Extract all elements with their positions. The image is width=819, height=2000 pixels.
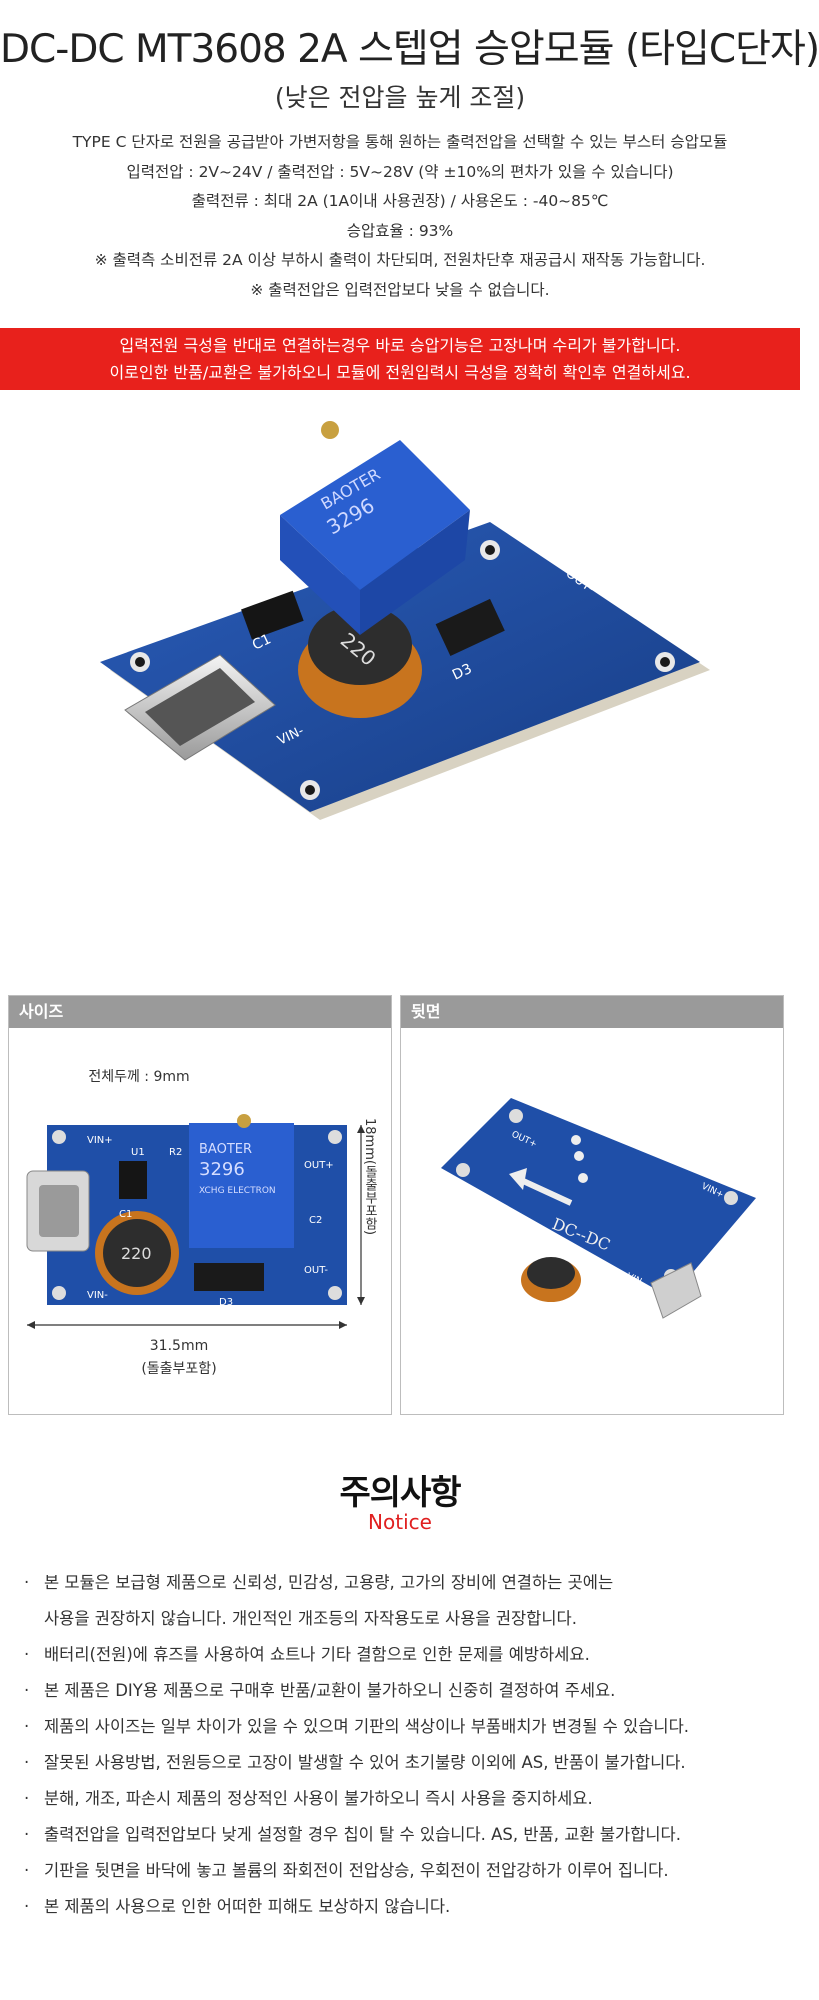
notice-item: ·배터리(전원)에 휴즈를 사용하여 쇼트나 기타 결함으로 인한 문제를 예방… bbox=[24, 1645, 590, 1664]
svg-text:3296: 3296 bbox=[199, 1159, 245, 1180]
svg-text:U1: U1 bbox=[131, 1147, 145, 1158]
description-line: 승압효율 : 93% bbox=[346, 221, 454, 240]
back-panel-header: 뒷면 bbox=[401, 996, 783, 1028]
svg-text:OUT-: OUT- bbox=[304, 1265, 328, 1276]
product-subtitle: (낮은 전압을 높게 조절) bbox=[274, 83, 526, 112]
diode bbox=[194, 1263, 264, 1291]
svg-text:OUT+: OUT+ bbox=[304, 1160, 334, 1171]
description-line: ※ 출력측 소비전류 2A 이상 부하시 출력이 차단되며, 전원차단후 재공급… bbox=[94, 251, 706, 269]
notice-list: ·본 모듈은 보급형 제품으로 신뢰성, 민감성, 고용량, 고가의 장비에 연… bbox=[22, 1565, 792, 1925]
notice-item: ·기판을 뒷면을 바닥에 놓고 볼륨의 좌회전이 전압상승, 우회전이 전압강하… bbox=[24, 1861, 669, 1880]
potentiometer bbox=[280, 440, 470, 590]
svg-text:220: 220 bbox=[121, 1244, 152, 1263]
svg-text:XCHG ELECTRON: XCHG ELECTRON bbox=[199, 1186, 276, 1196]
description-line: ※ 출력전압은 입력전압보다 낮을 수 없습니다. bbox=[250, 280, 550, 299]
diode bbox=[435, 598, 505, 656]
notice-item: ·본 제품은 DIY용 제품으로 구매후 반품/교환이 불가하오니 신중히 결정… bbox=[24, 1681, 616, 1700]
size-panel: 사이즈 전체두께 : 9mm BAOTER 3296 XCHG ELECTRON… bbox=[8, 995, 392, 1415]
svg-text:D3: D3 bbox=[219, 1297, 233, 1308]
notice-item: ·잘못된 사용방법, 전원등으로 고장이 발생할 수 있어 초기불량 이외에 A… bbox=[24, 1753, 686, 1772]
svg-text:D3: D3 bbox=[450, 661, 475, 684]
svg-text:C2: C2 bbox=[309, 1215, 322, 1226]
notice-item: ·출력전압을 입력전압보다 낮게 설정할 경우 칩이 탈 수 있습니다. AS,… bbox=[24, 1825, 681, 1844]
notice-item: ·본 제품의 사용으로 인한 어떠한 피해도 보상하지 않습니다. bbox=[24, 1897, 451, 1916]
width-note: (돌출부포함) bbox=[141, 1361, 217, 1377]
warning-line: 이로인한 반품/교환은 불가하오니 모듈에 전원입력시 극성을 정확히 확인후 … bbox=[109, 363, 691, 382]
notice-subtitle: Notice bbox=[368, 1510, 432, 1534]
product-photo: 220 BAOTER 3296 VIN+ VIN- OUT- U1 C1 D3 bbox=[100, 421, 710, 820]
back-panel: 뒷면 DC--DC OUT+ OUT- VIN+ VIN- bbox=[400, 995, 784, 1415]
description-line: 입력전압 : 2V~24V / 출력전압 : 5V~28V (약 ±10%의 편… bbox=[126, 162, 674, 181]
direction-arrow bbox=[519, 1177, 573, 1206]
size-diagram: BAOTER 3296 XCHG ELECTRON 220 VIN+ VIN- … bbox=[26, 1114, 365, 1329]
polarity-warning-banner: 입력전원 극성을 반대로 연결하는경우 바로 승압기능은 고장나며 수리가 불가… bbox=[0, 328, 800, 390]
thickness-label: 전체두께 : 9mm bbox=[88, 1069, 190, 1085]
svg-text:VIN-: VIN- bbox=[87, 1290, 108, 1301]
svg-text:R2: R2 bbox=[169, 1147, 182, 1158]
notice-title: 주의사항 bbox=[339, 1473, 461, 1513]
description-line: 출력전류 : 최대 2A (1A이내 사용권장) / 사용온도 : -40~85… bbox=[191, 192, 609, 210]
notice-item: ·제품의 사이즈는 일부 차이가 있을 수 있으며 기판의 색상이나 부품배치가… bbox=[24, 1717, 690, 1736]
svg-text:VIN+: VIN+ bbox=[137, 566, 174, 594]
height-label: 18mm(돌출부포함) bbox=[362, 1118, 377, 1236]
svg-text:U1: U1 bbox=[215, 556, 239, 579]
pcb-back-view bbox=[441, 1098, 756, 1298]
svg-text:C1: C1 bbox=[119, 1209, 132, 1220]
ic-chip bbox=[119, 1161, 147, 1199]
svg-text:BAOTER: BAOTER bbox=[199, 1142, 252, 1157]
back-photo: DC--DC OUT+ OUT- VIN+ VIN- bbox=[441, 1098, 756, 1319]
notice-item: ·분해, 개조, 파손시 제품의 정상적인 사용이 불가하오니 즉시 사용을 중… bbox=[24, 1789, 593, 1808]
product-description: TYPE C 단자로 전원을 공급받아 가변저항을 통해 원하는 출력전압을 선… bbox=[0, 128, 800, 305]
potentiometer bbox=[189, 1123, 294, 1248]
svg-text:OUT-: OUT- bbox=[448, 1184, 472, 1202]
ic-chip bbox=[241, 590, 304, 640]
product-title: DC-DC MT3608 2A 스텝업 승압모듈 (타입C단자) bbox=[0, 27, 819, 72]
description-line: TYPE C 단자로 전원을 공급받아 가변저항을 통해 원하는 출력전압을 선… bbox=[72, 133, 728, 151]
svg-text:VIN+: VIN+ bbox=[87, 1135, 113, 1146]
svg-text:C1: C1 bbox=[250, 631, 274, 653]
notice-item: ·본 모듈은 보급형 제품으로 신뢰성, 민감성, 고용량, 고가의 장비에 연… bbox=[24, 1573, 614, 1628]
width-label: 31.5mm bbox=[149, 1338, 209, 1354]
warning-line: 입력전원 극성을 반대로 연결하는경우 바로 승압기능은 고장나며 수리가 불가… bbox=[119, 336, 681, 355]
size-panel-header: 사이즈 bbox=[9, 996, 391, 1028]
